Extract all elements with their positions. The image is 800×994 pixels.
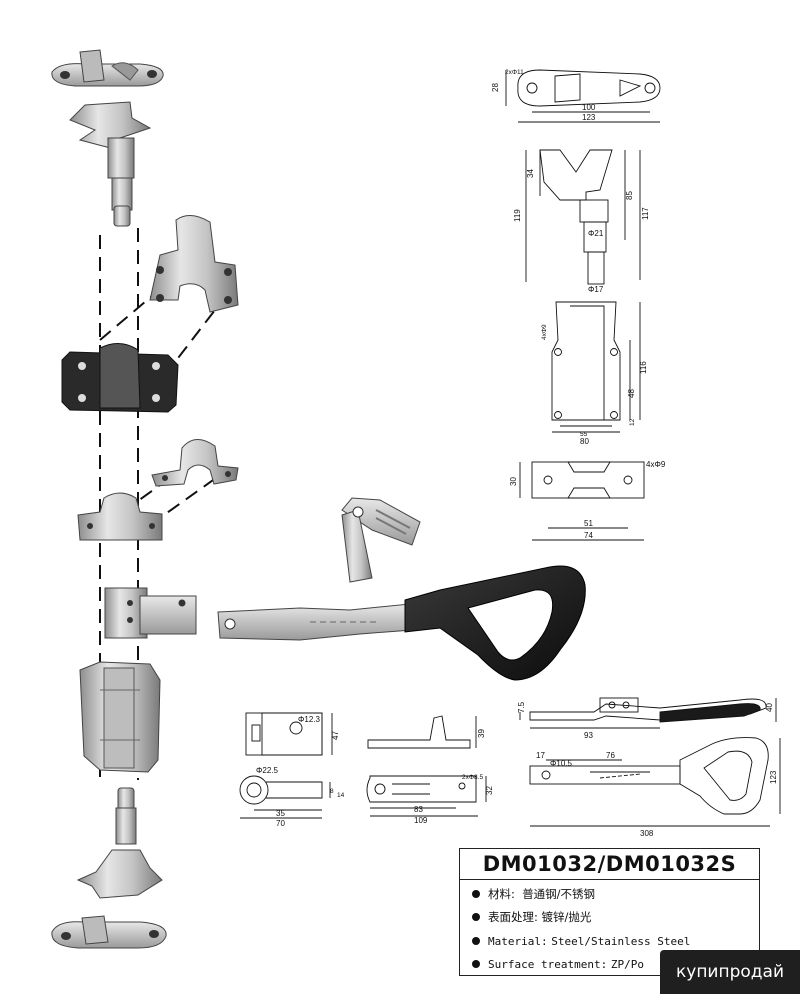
dim-handle-height: 40	[765, 703, 774, 712]
dim-keeper-inner: 100	[582, 103, 596, 112]
dim-arm-thick-a: 8	[330, 788, 334, 795]
dim-cam-dia-small: Φ17	[588, 285, 604, 294]
dim-cam-dia-large: Φ21	[588, 229, 604, 238]
cam-drawing	[525, 149, 641, 285]
exploded-assembly	[51, 49, 239, 949]
dim-keeper-height: 28	[491, 83, 500, 92]
dim-bearing-inner: 83	[414, 805, 423, 814]
dim-bracket-width: 80	[580, 437, 589, 446]
top-keeper-plate	[51, 49, 164, 87]
bearing-housing	[79, 661, 161, 773]
dim-bracket-inner: 55	[580, 431, 588, 438]
dim-plan-width: 74	[584, 531, 593, 540]
dim-handle-thick: 7.5	[517, 701, 526, 713]
keeper-top-drawing	[505, 69, 661, 123]
dim-bracket-holes: 4xΦ9	[541, 324, 548, 340]
dim-bearing-height: 32	[485, 786, 494, 795]
hinge-bracket	[104, 587, 197, 639]
dim-plan-inner: 51	[584, 519, 593, 528]
handle-top-drawing	[529, 737, 781, 827]
dim-cam-left: 119	[513, 209, 522, 222]
dim-hinge-height: 47	[331, 731, 340, 740]
arm-drawing	[239, 775, 331, 819]
spec-row-surface-cn: 表面处理: 镀锌/抛光	[472, 906, 591, 928]
dim-top-hole: Φ10.5	[550, 759, 573, 768]
model-title: DM01032/DM01032S	[460, 849, 759, 880]
dim-plan-holes: 4xΦ9	[646, 460, 666, 469]
handle-side-drawing	[519, 697, 777, 729]
spec-value: 镀锌/抛光	[541, 910, 592, 924]
bracket-plan-drawing	[519, 461, 645, 541]
spec-label: 材料:	[488, 887, 515, 901]
dim-cam-shank: 85	[625, 191, 634, 200]
hinge-side-drawing	[367, 715, 477, 749]
dim-arm-inner: 35	[276, 809, 285, 818]
dim-arm-length: 70	[276, 819, 285, 828]
bullet-icon	[472, 936, 480, 945]
spec-value: Steel/Stainless Steel	[551, 935, 691, 948]
dimension-drawings	[239, 69, 781, 827]
bullet-icon	[472, 959, 480, 968]
top-cam	[69, 101, 152, 227]
spec-label: Material:	[488, 935, 548, 948]
dim-top-offset: 17	[536, 751, 545, 760]
bullet-icon	[472, 889, 480, 898]
bottom-keeper-plate	[51, 915, 167, 949]
dim-arm-thick-b: 14	[337, 792, 345, 799]
dimension-labels: 28 2xΦ11 100 123 34 119 85 117 Φ21 Φ17 4…	[256, 69, 778, 838]
main-handle	[217, 565, 586, 681]
dim-bracket-height: 116	[639, 361, 648, 374]
dim-plan-height: 30	[509, 477, 518, 486]
dim-hinge-side-height: 39	[477, 729, 486, 738]
dim-cam-head: 34	[526, 169, 535, 178]
spec-value: 普通钢/不锈钢	[522, 887, 596, 901]
bottom-cam	[76, 787, 163, 899]
dim-hinge-hole: Φ12.3	[298, 715, 321, 724]
dim-top-slot: 76	[606, 751, 615, 760]
saddle-clip	[151, 439, 239, 487]
bullet-icon	[472, 912, 480, 921]
dim-arm-eye: Φ22.5	[256, 766, 279, 775]
dim-keeper-hole: 2xΦ11	[505, 69, 524, 76]
dim-bracket-bottom: 12	[629, 418, 636, 426]
dim-top-height: 123	[769, 770, 778, 784]
dim-cam-total: 117	[641, 207, 650, 220]
guide-plate	[77, 492, 163, 541]
dim-handle-offset: 93	[584, 731, 593, 740]
spec-label: 表面处理:	[488, 910, 538, 924]
hinge-drawing	[245, 712, 333, 756]
spec-value: ZP/Po	[610, 958, 644, 971]
dim-bearing-length: 109	[414, 816, 428, 825]
dim-keeper-outer: 123	[582, 113, 596, 122]
handle-latch-part	[341, 497, 421, 583]
dim-bracket-lower: 48	[627, 389, 636, 398]
bracket-front-drawing	[551, 301, 641, 433]
spec-row-material-cn: 材料: 普通钢/不锈钢	[472, 883, 595, 905]
spec-row-surface-en: Surface treatment: ZP/Po	[472, 953, 644, 975]
watermark-badge: купипродай	[660, 950, 800, 994]
bearing-drawing	[366, 775, 487, 817]
dim-top-length: 308	[640, 829, 654, 838]
dim-bearing-holes: 2xΦ8.5	[462, 774, 483, 781]
spec-label: Surface treatment:	[488, 958, 608, 971]
base-plate	[61, 343, 179, 413]
top-bracket	[149, 215, 239, 313]
spec-row-material-en: Material: Steel/Stainless Steel	[472, 930, 690, 952]
